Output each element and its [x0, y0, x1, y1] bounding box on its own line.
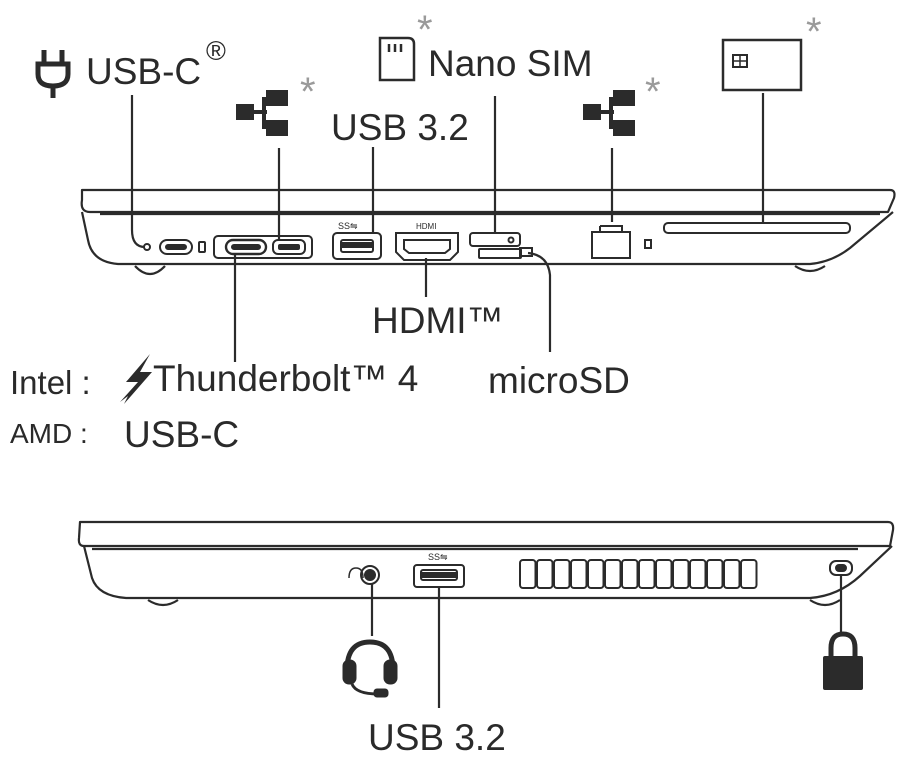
lock-icon	[823, 631, 863, 690]
vent-slot	[706, 559, 724, 589]
optional-marker-docking: *	[300, 70, 316, 114]
superspeed-marking-bottom: SS⇋	[428, 552, 448, 562]
vent-slot	[740, 559, 758, 589]
vent-slot	[723, 559, 741, 589]
vent-slot	[689, 559, 707, 589]
label-nano-sim: Nano SIM	[428, 43, 593, 84]
leader-lines-bottom	[370, 575, 843, 708]
thunderbolt-icon	[120, 354, 152, 404]
hdmi-small-marking: HDMI	[416, 222, 437, 231]
optional-marker-sim: *	[417, 8, 433, 52]
bottom-ports	[348, 560, 853, 588]
label-usb32-bottom: USB 3.2	[368, 717, 506, 758]
label-amd: AMD :	[10, 418, 88, 449]
label-thunderbolt: Thunderbolt™ 4	[153, 358, 419, 399]
network-ethernet-icon	[236, 90, 288, 136]
headset-icon	[342, 639, 398, 698]
vent-slot	[536, 559, 554, 589]
label-amd-usbc: USB-C	[124, 414, 240, 455]
label-usbc-power: USB-C	[86, 51, 202, 92]
superspeed-marking: SS⇋	[338, 221, 358, 231]
vent-slot	[621, 559, 639, 589]
top-ports	[143, 222, 851, 261]
vent-slot	[638, 559, 656, 589]
power-plug-icon	[35, 50, 71, 98]
laptop-right-side	[77, 520, 895, 607]
vent-slot	[655, 559, 673, 589]
vent-slot	[587, 559, 605, 589]
optional-marker-smartcard: *	[806, 10, 822, 54]
sim-card-icon	[378, 36, 416, 82]
leader-lines-top	[130, 93, 765, 362]
smart-card-icon	[721, 38, 803, 92]
label-hdmi: HDMI™	[372, 300, 504, 341]
vent-slot	[519, 559, 537, 589]
optional-marker-ethernet: *	[645, 70, 661, 114]
laptop-left-side	[80, 188, 896, 276]
network-ethernet-icon	[583, 90, 635, 136]
registered-mark: ®	[206, 36, 226, 66]
label-microsd: microSD	[488, 360, 630, 401]
vent-slot	[672, 559, 690, 589]
label-usb32-top: USB 3.2	[331, 107, 469, 148]
vent-grille	[519, 559, 758, 589]
vent-slot	[570, 559, 588, 589]
vent-slot	[553, 559, 571, 589]
label-intel: Intel :	[10, 364, 91, 401]
vent-slot	[604, 559, 622, 589]
